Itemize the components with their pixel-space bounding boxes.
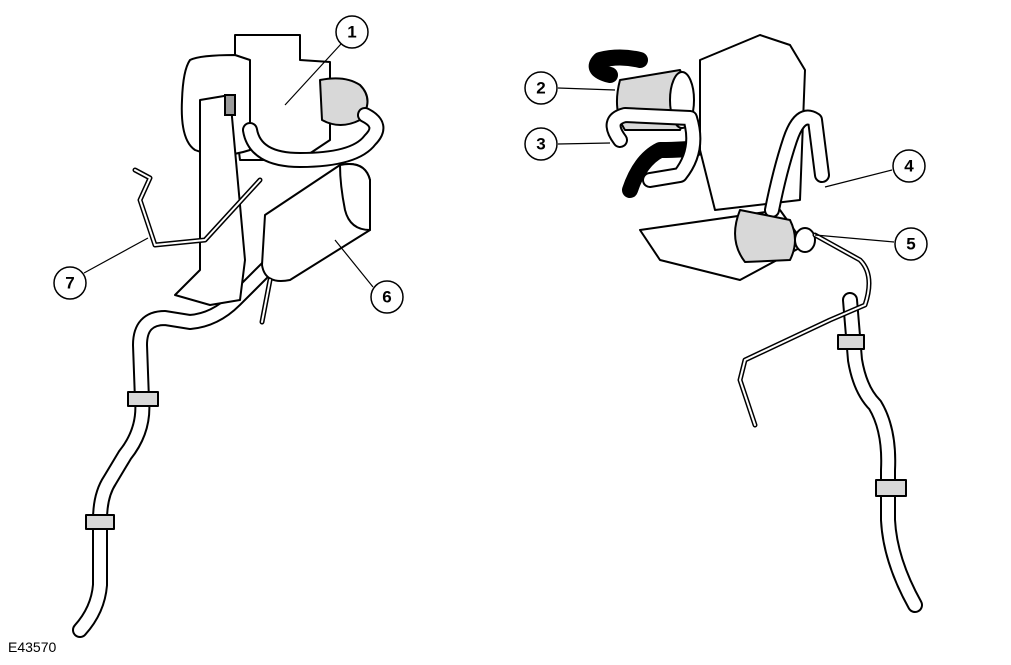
svg-text:4: 4	[904, 157, 914, 176]
leader-lines	[83, 43, 895, 288]
callout-2: 2	[524, 71, 558, 105]
callout-3: 3	[524, 127, 558, 161]
svg-text:5: 5	[906, 235, 915, 254]
svg-text:3: 3	[536, 135, 545, 154]
svg-text:6: 6	[382, 288, 391, 307]
svg-text:1: 1	[347, 23, 356, 42]
callout-1: 1	[335, 15, 369, 49]
callout-7: 7	[53, 266, 87, 300]
svg-text:2: 2	[536, 79, 545, 98]
callout-5: 5	[894, 227, 928, 261]
callout-6: 6	[370, 280, 404, 314]
right-assembly	[588, 34, 923, 613]
callout-4: 4	[892, 149, 926, 183]
left-assembly	[72, 34, 385, 638]
figure-id: E43570	[8, 639, 57, 655]
svg-text:7: 7	[65, 274, 74, 293]
hose-clamp	[85, 514, 115, 530]
hose-clamp	[127, 391, 159, 407]
